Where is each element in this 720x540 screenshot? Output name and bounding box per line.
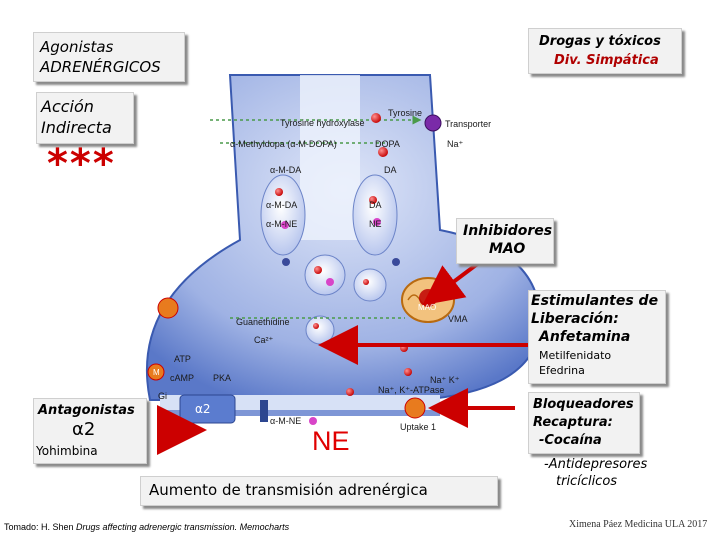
fig-methyldopa: α-Methyldopa (α-M-DOPA) [230, 139, 337, 149]
drogas-box: Drogas y tóxicos Div. Simpática [528, 28, 682, 74]
fig-da-vesicle: DA [369, 200, 382, 210]
aumento-text: Aumento de transmisión adrenérgica [149, 481, 428, 499]
receptor-uptake [404, 397, 426, 419]
drogas-subtitle: Div. Simpática [554, 53, 659, 68]
estimulantes-subtitle: Liberación: [531, 311, 619, 327]
accion-title: Acción [41, 97, 94, 116]
fig-ca: Ca²⁺ [254, 335, 274, 345]
fig-amne-bottom: α-M-NE [270, 416, 301, 426]
fig-amda-vesicle: α-M-DA [266, 200, 297, 210]
source-prefix: Tomado: H. Shen [4, 522, 77, 532]
inhibidores-subtitle: MAO [489, 241, 526, 257]
fig-amda-left: α-M-DA [270, 165, 301, 175]
antagonistas-yohimbina: Yohimbina [36, 444, 98, 458]
aumento-box: Aumento de transmisión adrenérgica [140, 476, 498, 506]
fig-tyrosine: Tyrosine [388, 108, 422, 118]
fig-m: M [153, 368, 160, 377]
antagonistas-box: Antagonistas α2 Yohimbina [33, 398, 147, 464]
fig-tyrosine-hydroxylase: Tyrosine hydroxylase [280, 118, 365, 128]
agonistas-title: Agonistas [40, 38, 114, 56]
fig-na: Na⁺ [447, 139, 464, 149]
bloqueadores-subtitle: Recaptura: [533, 415, 613, 430]
transporter [424, 114, 442, 132]
fig-da-right: DA [384, 165, 397, 175]
vesicle-mid [304, 254, 346, 296]
fig-transporter: Transporter [445, 119, 491, 129]
receptor-m [147, 363, 165, 381]
inhibidores-box: Inhibidores MAO [456, 218, 554, 264]
antidepresores-line2: tricíclicos [556, 474, 618, 489]
estimulantes-efedrina: Efedrina [539, 364, 585, 377]
asterisks: *** [47, 141, 116, 187]
agonistas-subtitle: ADRENÉRGICOS [40, 58, 161, 76]
accion-box: Acción Indirecta [36, 92, 134, 144]
estimulantes-metilfenidato: Metilfenidato [539, 349, 612, 362]
accion-subtitle: Indirecta [41, 118, 112, 137]
fig-camp: cAMP [170, 373, 194, 383]
source-title: Drugs affecting adrenergic transmission.… [76, 522, 290, 532]
estimulantes-anfetamina: Anfetamina [539, 329, 631, 345]
drogas-title: Drogas y tóxicos [539, 34, 661, 49]
fig-guanethidine: Guanethidine [236, 317, 290, 327]
antidepresores-line1: -Antidepresores [544, 457, 648, 472]
fig-atp: ATP [174, 354, 191, 364]
fig-gi: Gi [158, 391, 167, 401]
fig-mao: MAO [418, 303, 436, 312]
source-citation: Tomado: H. Shen Drugs affecting adrenerg… [4, 522, 289, 532]
author-credit: Ximena Páez Medicina ULA 2017 [569, 519, 708, 530]
fig-atpase: Na⁺, K⁺-ATPase [378, 385, 444, 395]
vesicle-da [352, 174, 398, 256]
vesicle-low [305, 315, 335, 345]
bloqueadores-title: Bloqueadores [533, 397, 634, 412]
fig-amne-vesicle: α-M-NE [266, 219, 297, 229]
channel [260, 400, 268, 422]
antagonistas-title: Antagonistas [38, 403, 135, 418]
fig-uptake: Uptake 1 [400, 422, 436, 432]
receptor-left [157, 297, 179, 319]
estimulantes-title: Estimulantes de [531, 293, 659, 309]
arrow-mao [422, 260, 482, 306]
agonistas-box: Agonistas ADRENÉRGICOS [33, 32, 185, 82]
estimulantes-box: Estimulantes de Liberación: Anfetamina M… [528, 290, 666, 384]
vesicle-mid2 [353, 268, 387, 302]
vesicle-amda [260, 174, 306, 256]
ne-label: NE [312, 426, 350, 456]
antagonistas-alpha2: α2 [72, 419, 96, 440]
bloqueadores-box: Bloqueadores Recaptura: -Cocaína [528, 392, 640, 454]
fig-dopa: DOPA [375, 139, 400, 149]
fig-ne-vesicle: NE [369, 219, 382, 229]
fig-na-k: Na⁺ K⁺ [430, 375, 460, 385]
postsynaptic-membrane [160, 410, 440, 416]
fig-vma: VMA [448, 314, 468, 324]
axon-core [300, 75, 360, 240]
fig-pka: PKA [213, 373, 231, 383]
inhibidores-title: Inhibidores [463, 223, 553, 239]
fig-alpha2: α2 [195, 402, 211, 416]
bloqueadores-cocaina: -Cocaína [539, 433, 602, 448]
